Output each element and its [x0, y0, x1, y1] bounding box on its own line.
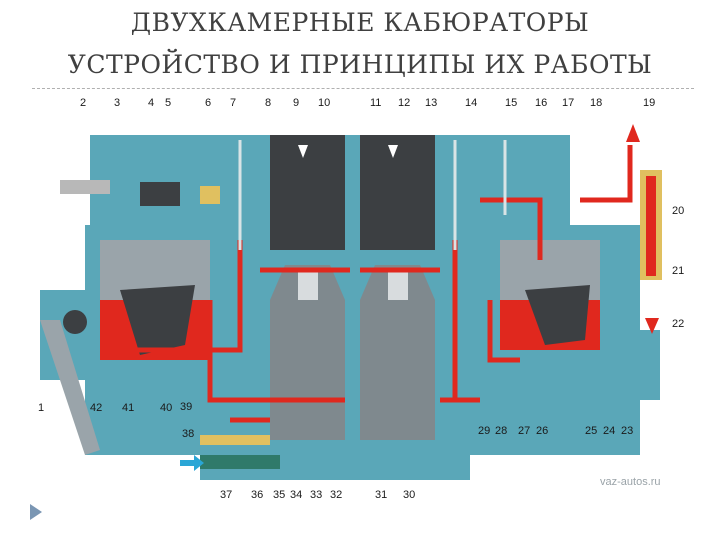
mixing-chambers [270, 265, 435, 440]
title-line-1: ДВУХКАМЕРНЫЕ КАБЮРАТОРЫ [130, 8, 590, 37]
callout-3: 3 [114, 97, 120, 109]
title-divider [32, 88, 694, 89]
callouts-right: 20 21 22 [672, 205, 684, 330]
air-intake-chambers [270, 135, 435, 250]
callout-9: 9 [293, 97, 299, 109]
callout-35: 35 [273, 489, 285, 501]
callout-36: 36 [251, 489, 263, 501]
callouts-top: 2 3 4 5 6 7 8 9 10 11 12 13 14 15 16 17 … [80, 97, 655, 109]
jet-tubes [238, 140, 507, 250]
callout-15: 15 [505, 97, 517, 109]
idle-valve [60, 180, 220, 206]
callout-14: 14 [465, 97, 477, 109]
fuel-inlet-arrow [180, 455, 204, 471]
callout-34: 34 [290, 489, 302, 501]
throttle-lever [40, 310, 100, 455]
triangle-right-icon[interactable] [30, 504, 42, 520]
callout-1: 1 [38, 402, 44, 414]
callout-31: 31 [375, 489, 387, 501]
callout-41: 41 [122, 402, 134, 414]
callouts-left: 1 42 41 40 39 38 [38, 401, 194, 440]
fuel-inlet-assembly [626, 124, 662, 334]
callout-18: 18 [590, 97, 602, 109]
callout-13: 13 [425, 97, 437, 109]
callout-37: 37 [220, 489, 232, 501]
callout-6: 6 [205, 97, 211, 109]
callout-32: 32 [330, 489, 342, 501]
fuel-return-fitting [200, 435, 280, 469]
callout-17: 17 [562, 97, 574, 109]
callout-29: 29 [478, 425, 490, 437]
callout-7: 7 [230, 97, 236, 109]
callout-23: 23 [621, 425, 633, 437]
callout-42: 42 [90, 402, 102, 414]
callout-33: 33 [310, 489, 322, 501]
callout-24: 24 [603, 425, 615, 437]
callouts-bottom-right: 29 28 27 26 25 24 23 [478, 425, 633, 437]
callout-38: 38 [182, 428, 194, 440]
callout-12: 12 [398, 97, 410, 109]
callout-25: 25 [585, 425, 597, 437]
callouts-bottom: 37 36 35 34 33 32 31 30 [220, 489, 415, 501]
callout-20: 20 [672, 205, 684, 217]
callout-19: 19 [643, 97, 655, 109]
callout-26: 26 [536, 425, 548, 437]
airflow-arrows [298, 145, 398, 158]
callout-10: 10 [318, 97, 330, 109]
fuel-channels [100, 145, 633, 423]
callout-22: 22 [672, 318, 684, 330]
callout-4: 4 [148, 97, 154, 109]
callout-39: 39 [180, 401, 192, 413]
callout-11: 11 [370, 97, 381, 109]
callout-21: 21 [672, 265, 684, 277]
callout-5: 5 [165, 97, 171, 109]
callout-16: 16 [535, 97, 547, 109]
title-line-2: УСТРОЙСТВО И ПРИНЦИПЫ ИХ РАБОТЫ [67, 50, 653, 79]
watermark: vaz-autos.ru [600, 476, 661, 488]
callout-30: 30 [403, 489, 415, 501]
callout-27: 27 [518, 425, 530, 437]
callout-28: 28 [495, 425, 507, 437]
callout-8: 8 [265, 97, 271, 109]
callout-2: 2 [80, 97, 86, 109]
callout-40: 40 [160, 402, 172, 414]
